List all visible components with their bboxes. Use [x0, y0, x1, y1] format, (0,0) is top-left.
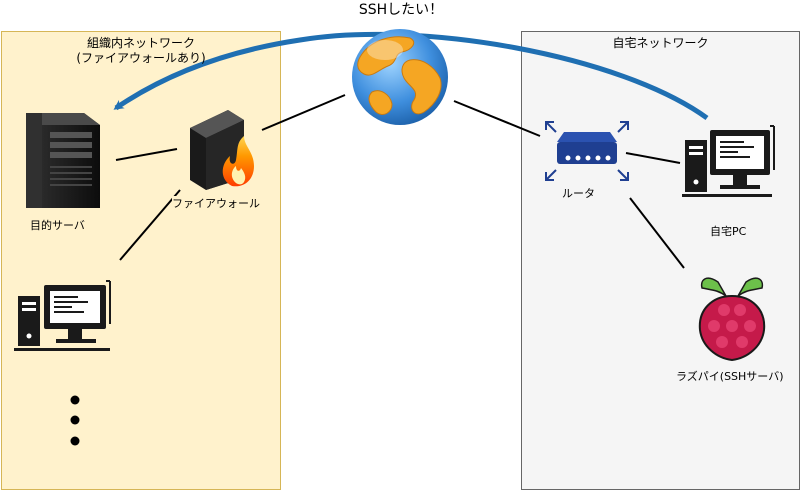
home-network-zone: [521, 31, 800, 490]
home-network-title: 自宅ネットワーク: [612, 36, 709, 50]
link-router-homepc: [625, 152, 681, 164]
link-internet-router: [453, 100, 541, 137]
raspi-label: ラズパイ(SSHサーバ): [676, 370, 784, 383]
home-pc-label: 自宅PC: [710, 225, 747, 238]
firewall-label: ファイアウォール: [172, 196, 260, 211]
org-network-zone: [1, 31, 281, 490]
link-firewall-internet: [261, 94, 346, 131]
desktop-pc-icon[interactable]: [682, 125, 775, 197]
server-label: 目的サーバ: [30, 219, 85, 232]
org-desktop-pc-icon[interactable]: [14, 280, 111, 351]
vertical-ellipsis-icon: [70, 395, 80, 446]
link-router-raspi: [629, 197, 685, 269]
router-label: ルータ: [562, 187, 595, 200]
org-network-title-line1: 組織内ネットワーク: [86, 36, 195, 50]
ssh-arrow: [113, 31, 709, 121]
globe-icon[interactable]: [352, 29, 448, 125]
link-server-firewall: [115, 148, 178, 161]
connectors: [115, 94, 685, 269]
firewall-icon[interactable]: [190, 110, 254, 190]
org-network-title: 組織内ネットワーク (ファイアウォールあり): [1, 36, 281, 66]
diagram-title: SSHしたい！: [358, 2, 444, 18]
tower-server-icon[interactable]: [26, 113, 100, 208]
link-firewall-orgpc: [119, 189, 181, 261]
org-network-title-line2: (ファイアウォールあり): [76, 51, 206, 65]
raspberry-pi-icon[interactable]: [698, 277, 766, 362]
router-icon[interactable]: [545, 121, 629, 181]
